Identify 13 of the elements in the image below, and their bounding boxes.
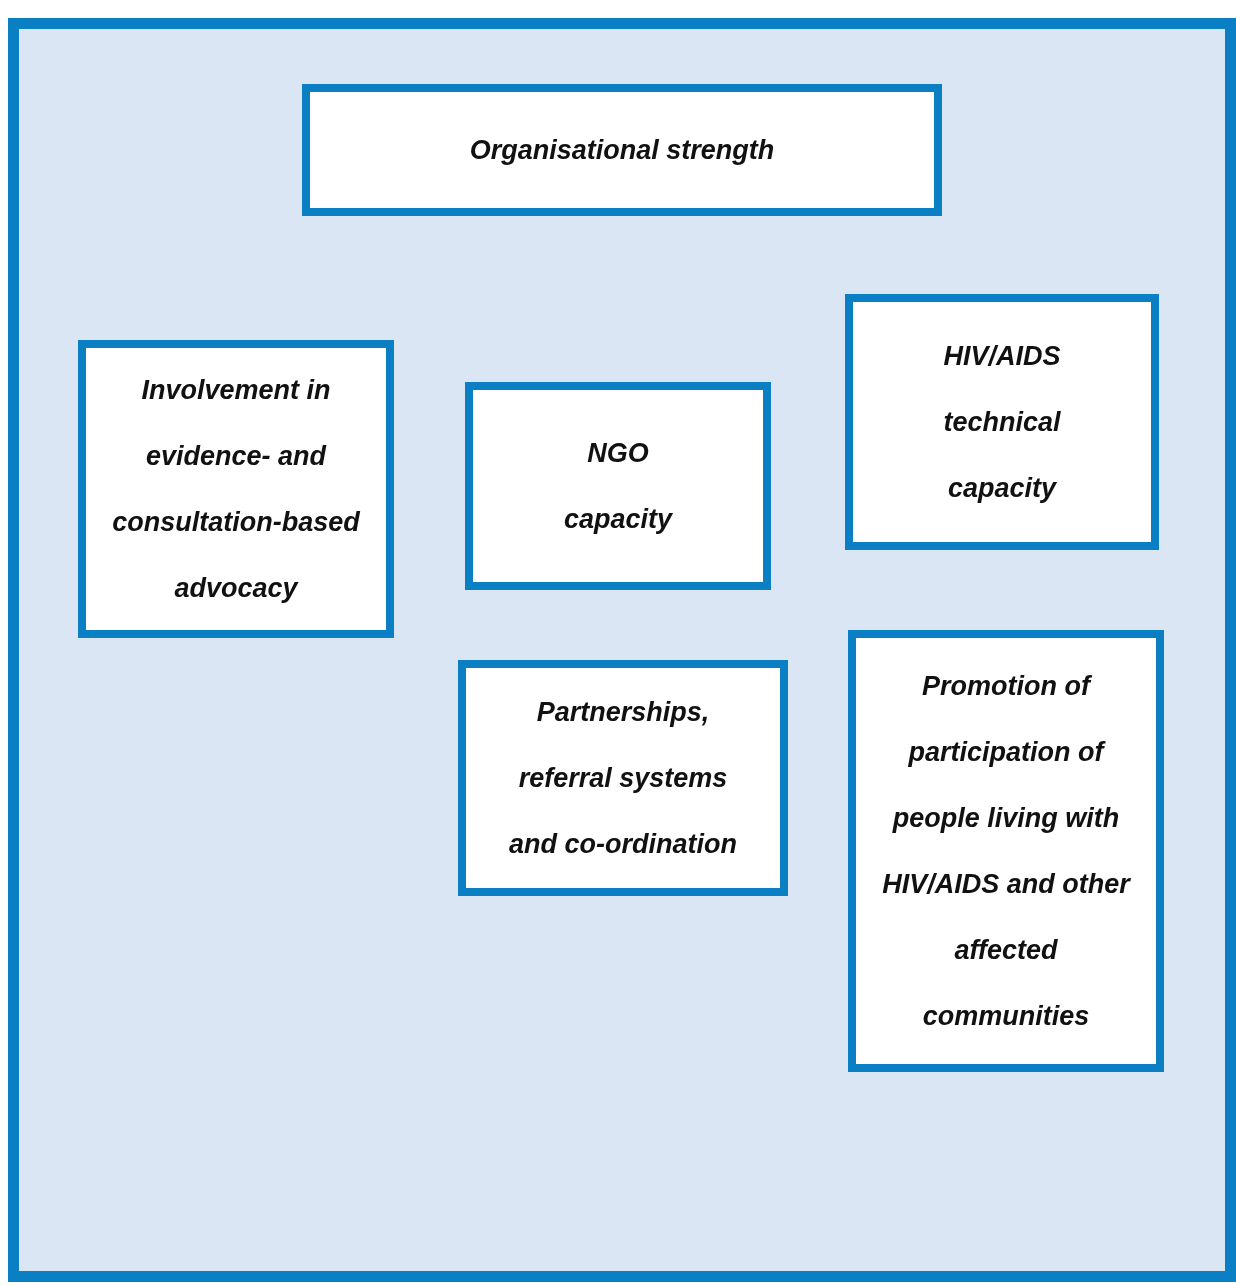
box-label: HIV/AIDS technical capacity	[942, 340, 1062, 505]
text-box	[848, 630, 1164, 1072]
box-label: NGO capacity	[563, 437, 673, 536]
text-box	[458, 660, 788, 896]
box-label: Partnerships, referral systems and co-ordination	[508, 696, 738, 861]
text-box	[302, 84, 942, 216]
box-label: Organisational strength	[469, 134, 775, 167]
text-box	[78, 340, 394, 638]
box-label: Involvement in evidence- and consultation-based advocacy	[111, 374, 361, 605]
panel-background	[8, 18, 1236, 1282]
text-box	[465, 382, 771, 590]
box-label: Promotion of participation of people living with HIV/AIDS and other affected communities	[881, 670, 1132, 1033]
text-box	[845, 294, 1159, 550]
